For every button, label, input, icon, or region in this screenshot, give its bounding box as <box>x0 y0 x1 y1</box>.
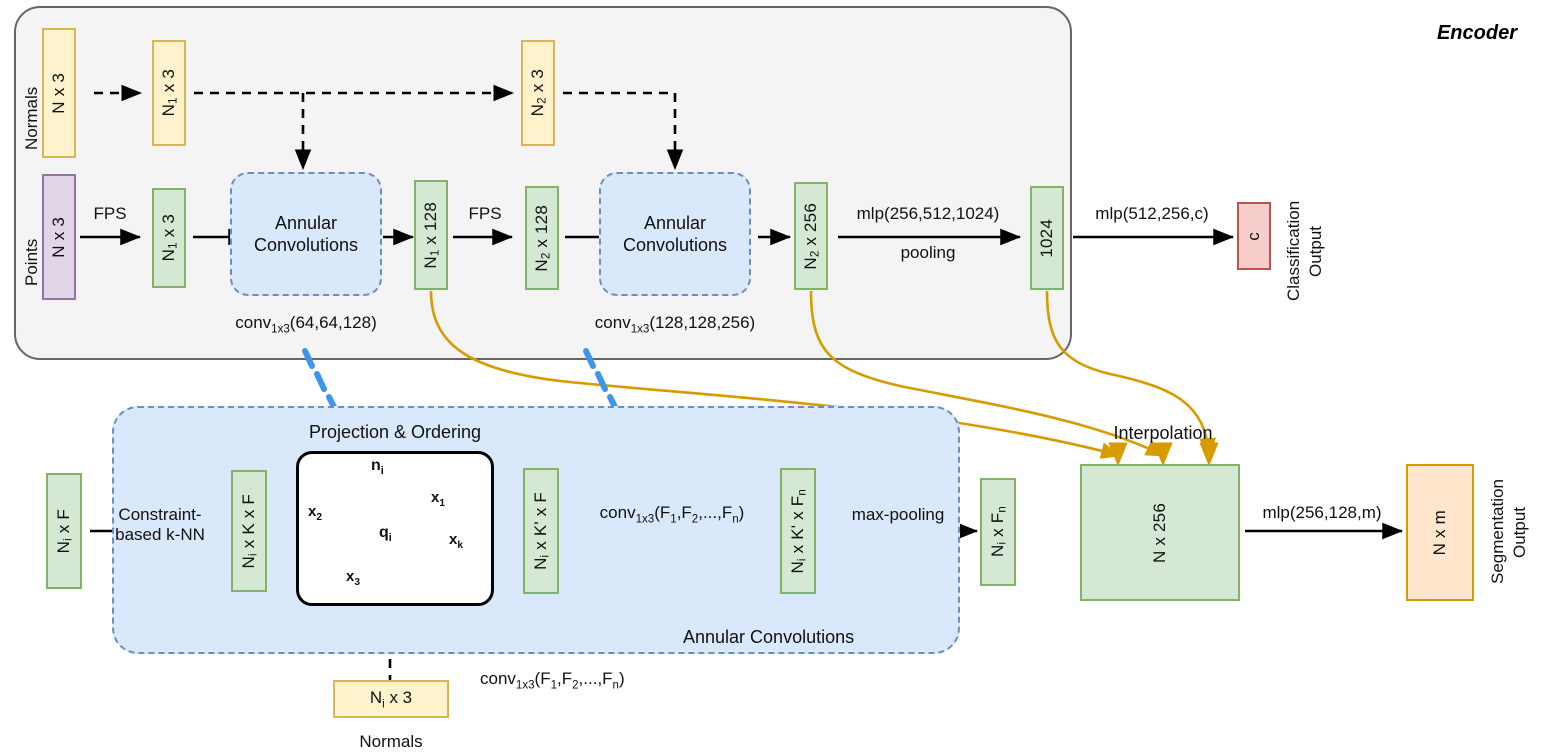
feature-box-1024-label: 1024 <box>1037 218 1056 258</box>
detail-box-input-label: Ni x F <box>53 508 75 554</box>
edge-label-fps-1: FPS <box>93 204 127 223</box>
segmentation-output-box: N x m <box>1406 464 1474 601</box>
detail-box-ordered-label: Ni x K' x F <box>530 492 552 570</box>
annulus-neighbor-x1-label: x1 <box>431 489 446 509</box>
edge-label-mlp-cls: mlp(512,256,c) <box>1095 204 1209 223</box>
projection-ordering-card <box>296 451 494 606</box>
row-label-points: Points <box>22 238 41 286</box>
detail-conv-caption: conv1x3(F1,F2,...,Fn) <box>480 669 625 692</box>
detail-box-pooled: Ni x Fn <box>980 478 1016 586</box>
classification-output-box: c <box>1237 202 1271 270</box>
annulus-neighbor-x3-label: x3 <box>346 568 361 588</box>
classification-output-box-label: c <box>1244 231 1263 241</box>
normals-box-2: N2 x 3 <box>521 40 555 146</box>
conv-caption-1: conv1x3(64,64,128) <box>235 313 377 336</box>
decoder-feature-box-label: N x 256 <box>1150 502 1169 563</box>
feature-box-n2x128: N2 x 128 <box>525 186 559 290</box>
row-label-normals: Normals <box>22 86 41 150</box>
normals-box-0: N x 3 <box>42 28 76 158</box>
projection-ordering-title: Projection & Ordering <box>308 422 482 442</box>
detail-edge-label-knn: Constraint-based k-NN <box>115 505 205 544</box>
feature-box-n1x128: N1 x 128 <box>414 180 448 290</box>
detail-normals-box: Ni x 3 <box>333 680 449 718</box>
encoder-title: Encoder <box>1436 22 1517 44</box>
feature-box-n2x128-label: N2 x 128 <box>531 204 553 272</box>
detail-edge-label-maxpool: max-pooling <box>851 505 945 524</box>
feature-box-1024: 1024 <box>1030 186 1064 290</box>
feature-box-n1x128-label: N1 x 128 <box>420 201 442 269</box>
segmentation-output-box-label: N x m <box>1430 509 1449 556</box>
edge-label-pooling: pooling <box>900 243 956 262</box>
edge-label-mlp-seg: mlp(256,128,m) <box>1262 503 1382 522</box>
detail-box-knn-out-label: Ni x K x F <box>238 493 260 569</box>
detail-panel-title: Annular Convolutions <box>683 627 855 647</box>
detail-box-ordered: Ni x K' x F <box>523 468 559 594</box>
interpolation-label: Interpolation <box>1113 423 1213 443</box>
normals-box-1-label: N1 x 3 <box>158 69 180 117</box>
detail-box-conv-out: Ni x K' x Fn <box>780 468 816 594</box>
feature-box-n2x256: N2 x 256 <box>794 182 828 290</box>
detail-edge-label-conv: conv1x3(F1,F2,...,Fn) <box>599 503 745 526</box>
decoder-feature-box: N x 256 <box>1080 464 1240 601</box>
feature-box-n1x3-label: N1 x 3 <box>158 214 180 262</box>
detail-box-pooled-label: Ni x Fn <box>987 506 1009 558</box>
points-box-input: N x 3 <box>42 174 76 300</box>
detail-box-knn-out: Ni x K x F <box>231 470 267 592</box>
normals-box-2-label: N2 x 3 <box>527 69 549 117</box>
normals-box-1: N1 x 3 <box>152 40 186 146</box>
points-box-input-label: N x 3 <box>49 216 68 258</box>
normals-box-0-label: N x 3 <box>49 72 68 114</box>
conv-caption-2: conv1x3(128,128,256) <box>594 313 756 336</box>
annulus-normal-label: ni <box>371 457 384 478</box>
annulus-neighbor-x2-label: x2 <box>308 503 323 523</box>
annulus-center-label: qi <box>379 524 392 545</box>
detail-normals-label: Normals <box>359 732 423 751</box>
detail-box-input: Ni x F <box>46 473 82 589</box>
edge-label-mlp-global: mlp(256,512,1024) <box>856 204 1000 223</box>
feature-box-n2x256-label: N2 x 256 <box>800 202 822 270</box>
detail-normals-box-label: Ni x 3 <box>369 687 413 711</box>
detail-box-conv-out-label: Ni x K' x Fn <box>787 488 809 574</box>
feature-box-n1x3: N1 x 3 <box>152 188 186 288</box>
edge-label-fps-2: FPS <box>468 204 502 223</box>
annulus-neighbor-xk-label: xk <box>449 531 464 551</box>
